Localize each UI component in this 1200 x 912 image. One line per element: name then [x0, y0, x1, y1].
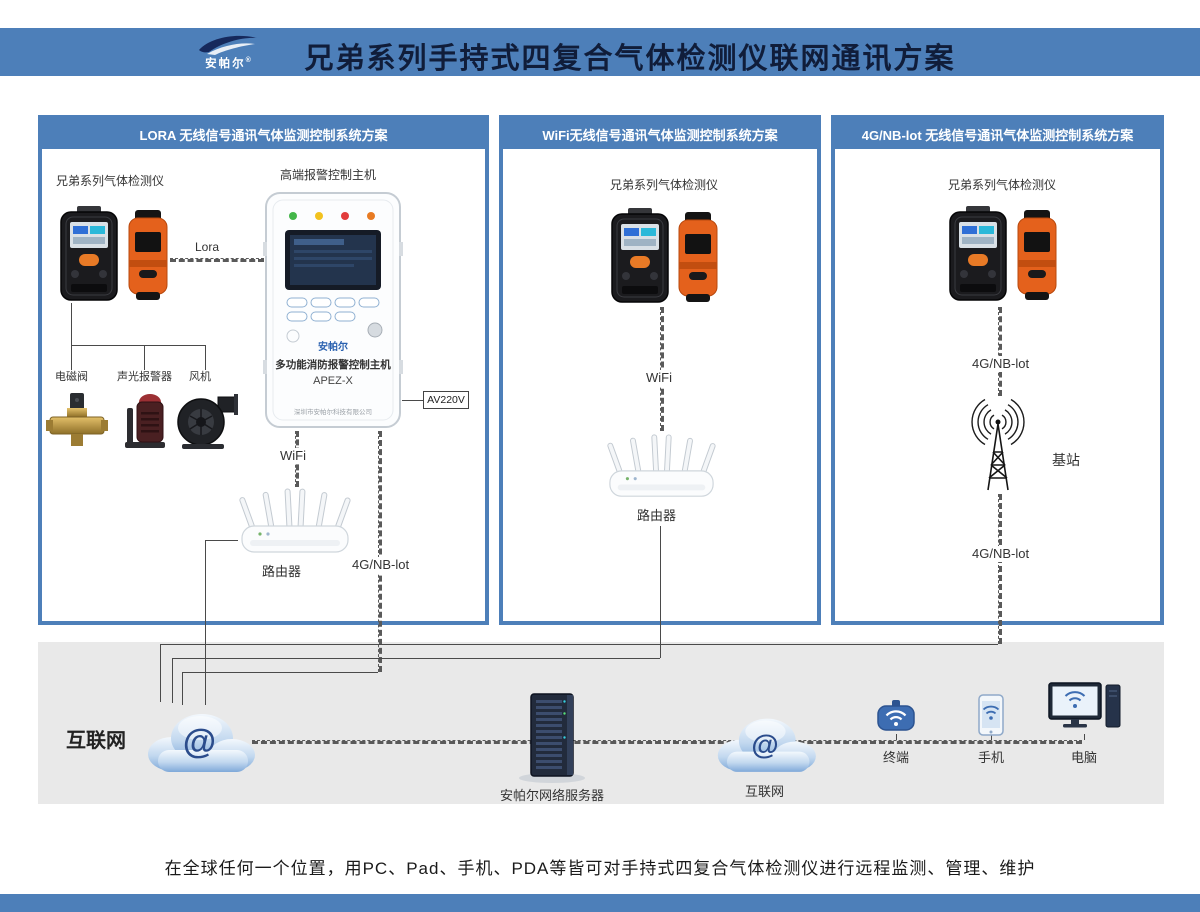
gas-detector-black-icon — [949, 206, 1007, 301]
gas-detector-orange-icon — [678, 212, 718, 303]
page-title: 兄弟系列手持式四复合气体检测仪联网通讯方案 — [304, 43, 956, 75]
connector-line — [896, 734, 897, 740]
alarm-host-device: 安帕尔 多功能消防报警控制主机 APEZ-X 深圳市安帕尔科技有限公司 — [263, 192, 403, 428]
wifi-link-label: WiFi — [276, 448, 310, 464]
terminal-device-icon — [877, 700, 915, 731]
connector-line — [182, 672, 183, 705]
connector-4g-link — [378, 431, 382, 672]
host-title-label: 高端报警控制主机 — [280, 168, 377, 182]
base-station-icon — [971, 398, 1025, 491]
connector-line — [172, 658, 660, 659]
cloud-at-symbol: @ — [751, 728, 779, 760]
connector-wifi-link — [660, 307, 664, 431]
registered-mark: ® — [245, 57, 251, 65]
phone-icon — [978, 694, 1004, 736]
alarm-label: 声光报警器 — [117, 371, 172, 383]
server-rack-icon — [519, 693, 585, 783]
terminal-label: 终端 — [883, 750, 910, 765]
connector-line — [1084, 734, 1085, 740]
wifi-link-label: WiFi — [642, 370, 676, 386]
router-label: 路由器 — [637, 508, 677, 523]
connector-line — [205, 540, 206, 705]
lora-panel-title: LORA 无线信号通讯气体监测控制系统方案 — [42, 119, 485, 149]
connector-line — [160, 644, 161, 702]
internet-title: 互联网 — [66, 730, 126, 752]
sound-light-alarm-icon — [125, 394, 165, 448]
computer-icon — [1048, 682, 1121, 728]
connector-line — [660, 526, 661, 658]
cellular-panel: 4G/NB-lot 无线信号通讯气体监测控制系统方案 — [831, 115, 1164, 625]
connector-power — [402, 400, 424, 401]
footer-bar — [0, 894, 1200, 912]
router-icon — [606, 434, 717, 497]
computer-label: 电脑 — [1071, 750, 1098, 765]
server-label: 安帕尔网络服务器 — [500, 788, 605, 803]
gas-detector-orange-icon — [128, 210, 168, 301]
connector-lora-link — [170, 258, 264, 262]
cell-link-label: 4G/NB-lot — [968, 356, 1034, 372]
brand-name: 安帕尔® — [205, 57, 251, 71]
cloud-at-symbol: @ — [182, 722, 217, 761]
host-brand: 安帕尔 — [318, 340, 348, 353]
host-name: 多功能消防报警控制主机 — [275, 358, 391, 371]
phone-label: 手机 — [978, 750, 1005, 765]
header-bar: 安帕尔® 兄弟系列手持式四复合气体检测仪联网通讯方案 — [0, 28, 1200, 76]
connector-line — [205, 345, 206, 370]
base-station-label: 基站 — [1052, 452, 1080, 468]
host-model: APEZ-X — [313, 375, 353, 387]
fan-icon — [177, 394, 238, 449]
wifi-panel-title: WiFi无线信号通讯气体监测控制系统方案 — [503, 119, 817, 149]
brand-swoosh-icon — [199, 36, 257, 56]
cell-link-label: 4G/NB-lot — [348, 557, 414, 573]
connector-line — [144, 345, 145, 370]
connector-4g-link — [998, 307, 1002, 396]
power-label: AV220V — [423, 391, 469, 409]
connector-line — [160, 644, 998, 645]
cell-link-label: 4G/NB-lot — [968, 546, 1034, 562]
router-icon — [238, 488, 352, 553]
brand-logo: 安帕尔® — [184, 29, 272, 75]
cloud-internet-label: 互联网 — [745, 784, 785, 799]
fan-label: 风机 — [189, 371, 211, 383]
host-company: 深圳市安帕尔科技有限公司 — [294, 407, 372, 416]
connector-backbone — [252, 740, 1082, 744]
lora-link-label: Lora — [195, 240, 220, 254]
connector-line — [71, 345, 205, 346]
connector-line — [991, 734, 992, 740]
connector-line — [205, 540, 238, 541]
gas-detector-black-icon — [60, 206, 118, 301]
detector-group-label: 兄弟系列气体检测仪 — [948, 178, 1057, 192]
footer-note: 在全球任何一个位置，用PC、Pad、手机、PDA等皆可对手持式四复合气体检测仪进… — [164, 859, 1036, 878]
connector-line — [172, 658, 173, 703]
valve-label: 电磁阀 — [55, 371, 88, 383]
detector-group-label: 兄弟系列气体检测仪 — [56, 174, 165, 188]
detector-group-label: 兄弟系列气体检测仪 — [610, 178, 719, 192]
router-label: 路由器 — [262, 564, 302, 579]
connector-4g-link — [998, 494, 1002, 644]
cellular-panel-title: 4G/NB-lot 无线信号通讯气体监测控制系统方案 — [835, 119, 1160, 149]
gas-detector-orange-icon — [1017, 210, 1057, 301]
solenoid-valve-icon — [46, 393, 108, 446]
connector-line — [71, 303, 72, 370]
gas-detector-black-icon — [611, 208, 669, 303]
connector-line — [182, 672, 378, 673]
